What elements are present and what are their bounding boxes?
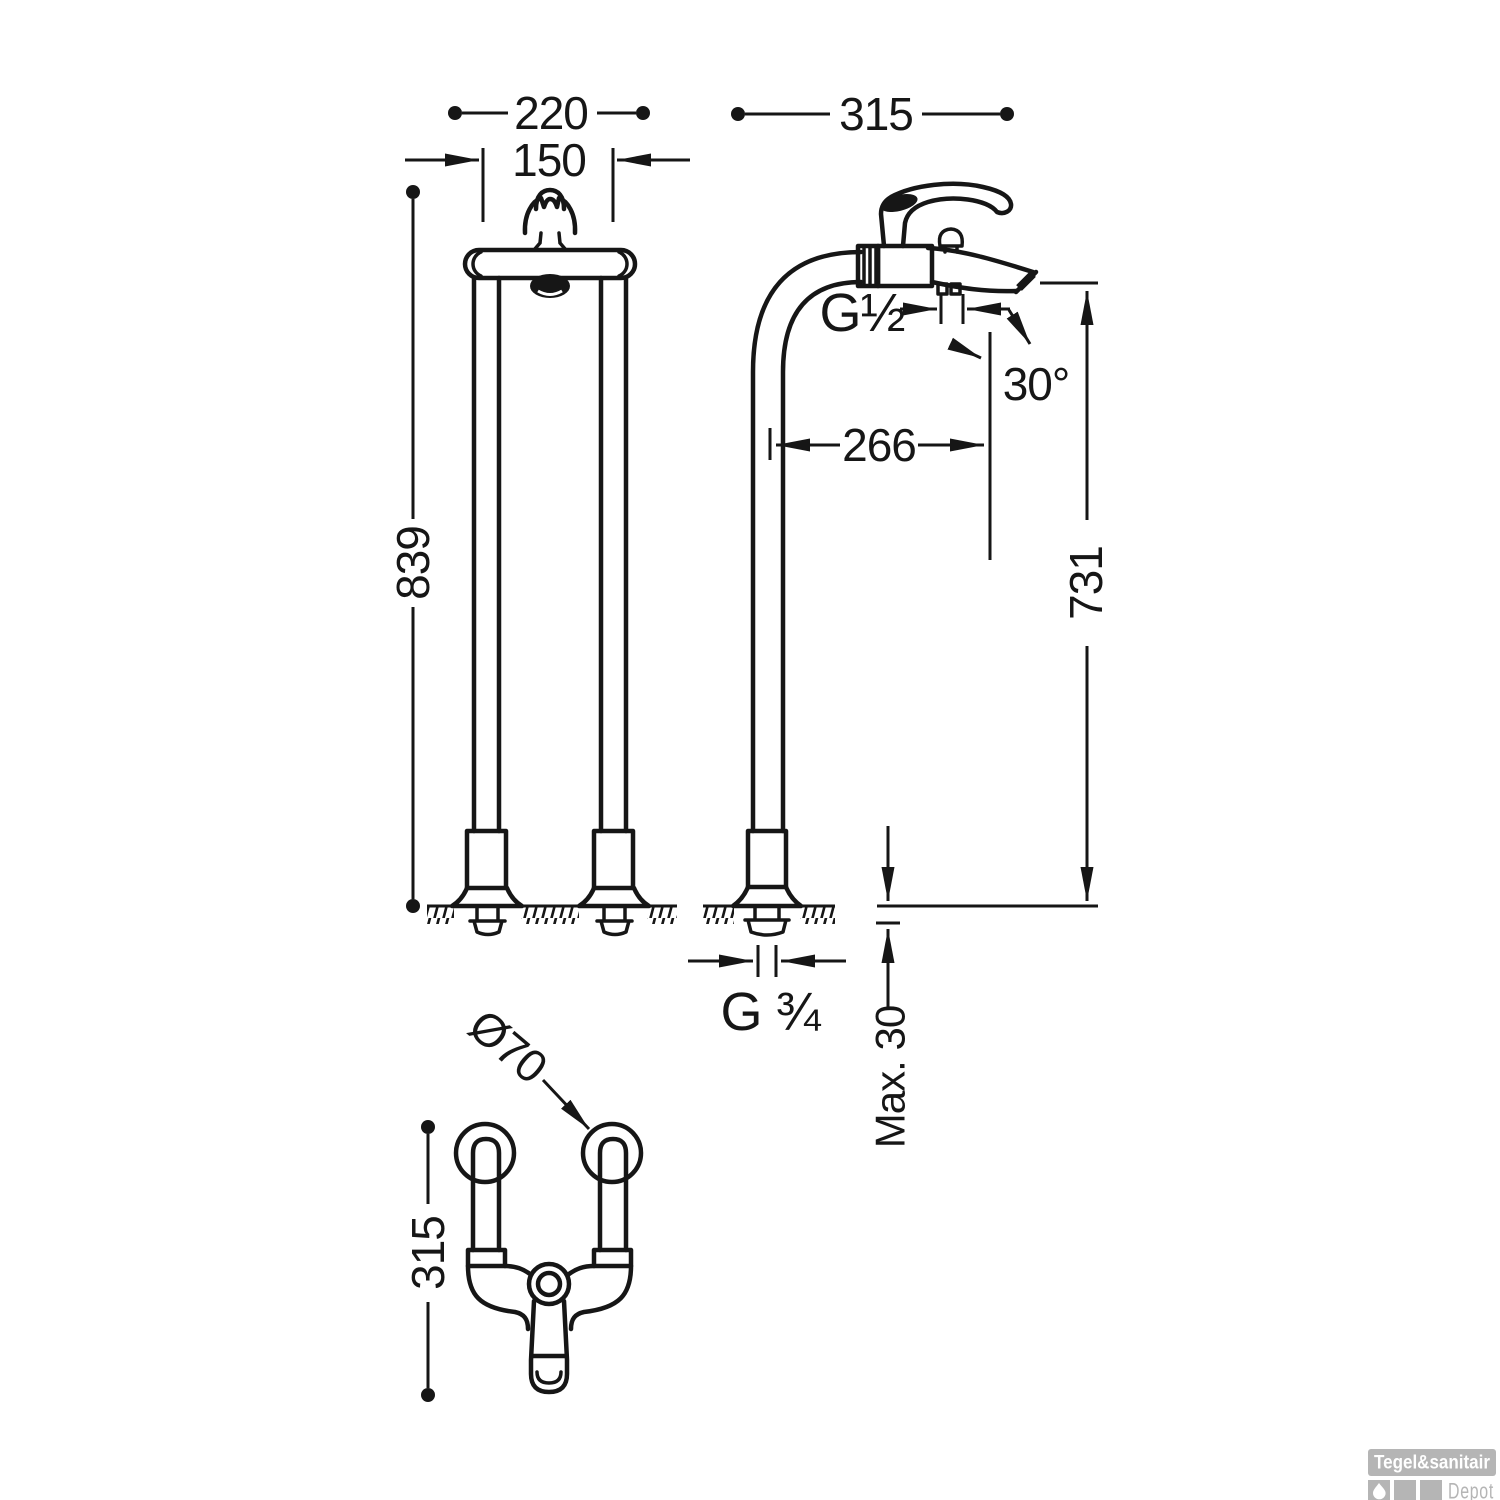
front-body xyxy=(462,247,638,281)
front-left-bell xyxy=(449,885,525,909)
logo-banner xyxy=(1368,1449,1496,1476)
side-fitting xyxy=(743,904,791,937)
floor-hatch xyxy=(703,907,734,924)
dim-label-839: 839 xyxy=(387,526,439,600)
side-bell xyxy=(730,884,804,909)
front-right-fitting xyxy=(595,904,634,937)
plan-body-outline xyxy=(465,1263,634,1332)
front-spout-highlight xyxy=(537,289,563,296)
dim-dot xyxy=(406,899,420,913)
plan-spout-cap-arc xyxy=(535,1370,563,1385)
front-right-sleeve xyxy=(591,828,636,891)
dim-label-220: 220 xyxy=(514,87,588,139)
dim-label-max30: Max. 30 xyxy=(867,1006,914,1148)
dim-dot xyxy=(731,107,745,121)
dim-spout-reach: 266 xyxy=(768,419,984,471)
dim-label-150: 150 xyxy=(512,134,586,186)
dim-tick xyxy=(481,148,615,222)
dim-label-731: 731 xyxy=(1060,546,1112,620)
plan-left-pipe xyxy=(470,1136,502,1253)
dim-dot xyxy=(421,1120,435,1134)
logo-depot-text: Depot xyxy=(1448,1479,1494,1500)
dim-dot xyxy=(421,1388,435,1402)
dim-label-g12: G½ xyxy=(819,283,904,343)
floor-hatch xyxy=(647,907,677,924)
dim-plan-depth: 315 xyxy=(402,1120,454,1402)
plan-left-flange xyxy=(453,1121,517,1185)
side-body xyxy=(875,243,935,289)
plan-left-sleeve xyxy=(465,1247,508,1269)
angle-leader xyxy=(947,337,982,360)
dim-spout-height: 731 xyxy=(877,281,1112,908)
brand-logo: Tegel&sanitair Depot xyxy=(1368,1449,1496,1500)
dim-front-height: 839 xyxy=(387,185,439,913)
angle-leader xyxy=(1006,309,1032,345)
floor-section xyxy=(427,904,835,924)
dim-dot xyxy=(636,106,650,120)
dim-flange-diameter: Ø70 xyxy=(459,999,591,1131)
front-standpipes xyxy=(471,275,629,834)
dim-label-g34: G ¾ xyxy=(720,982,821,1042)
logo-brand-text: Tegel&sanitair xyxy=(1374,1453,1491,1474)
droplet-icon xyxy=(1373,1483,1386,1500)
dim-label-30deg: 30° xyxy=(1003,358,1070,410)
side-outlet-tab-right xyxy=(949,282,962,296)
dim-leader xyxy=(541,1078,591,1131)
dim-dot xyxy=(406,185,420,199)
front-handle-dome xyxy=(522,195,578,236)
dim-tick xyxy=(939,294,965,324)
front-left-fitting xyxy=(468,904,507,937)
plan-right-pipe xyxy=(597,1136,629,1253)
floor-hatch xyxy=(521,907,579,924)
plan-center-boss-inner xyxy=(535,1270,563,1298)
dim-label-315-top: 315 xyxy=(839,88,913,140)
dim-front-pipe-spacing: 150 xyxy=(405,134,690,222)
floor-hatch xyxy=(427,907,454,924)
dim-label-315-plan: 315 xyxy=(402,1216,454,1290)
plan-spout-shaft xyxy=(528,1298,570,1395)
dim-label-dia70: Ø70 xyxy=(459,999,557,1093)
plan-right-flange xyxy=(580,1121,644,1185)
side-view xyxy=(730,181,1039,937)
side-lever-cap xyxy=(880,193,918,213)
dim-dot xyxy=(448,106,462,120)
front-view xyxy=(449,187,652,937)
logo-square xyxy=(1394,1480,1416,1500)
front-body-cap-lines xyxy=(471,250,629,278)
dim-dot xyxy=(1000,107,1014,121)
floor-hatch xyxy=(800,907,835,924)
plan-view xyxy=(453,1121,644,1395)
front-right-bell xyxy=(576,885,652,909)
side-lever xyxy=(878,181,1014,249)
dim-label-266: 266 xyxy=(842,419,916,471)
side-curved-pipe xyxy=(750,249,864,834)
dim-front-overall-width: 220 xyxy=(448,87,650,139)
dim-spout-angle: 30° xyxy=(947,309,1070,560)
side-coupling-ridges xyxy=(862,244,878,288)
plan-center-boss-outer xyxy=(526,1261,572,1307)
dim-side-depth: 315 xyxy=(731,88,1014,140)
side-outlet-tab-left xyxy=(936,282,949,296)
front-handle-stem xyxy=(532,231,568,252)
dim-floor-max: Max. 30 xyxy=(867,826,914,1148)
dim-tick xyxy=(756,945,778,977)
front-left-sleeve xyxy=(464,828,509,891)
logo-square xyxy=(1420,1480,1442,1500)
side-spout-mouth xyxy=(1016,271,1036,291)
side-sleeve xyxy=(745,828,789,890)
plan-right-sleeve xyxy=(591,1247,634,1269)
dim-spout-thread: G½ xyxy=(819,283,1010,343)
dim-inlet-thread: G ¾ xyxy=(688,945,846,1042)
